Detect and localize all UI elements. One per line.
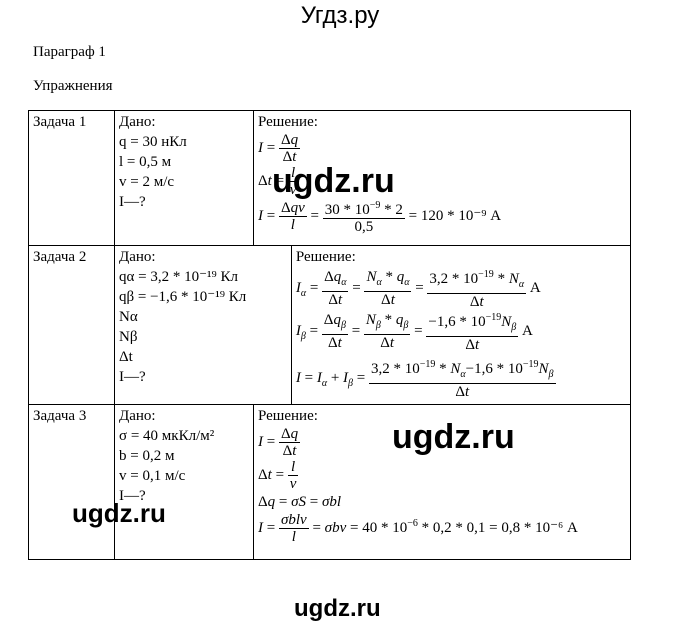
section-heading: Упражнения: [33, 78, 113, 94]
task-label: Задача 1: [28, 110, 115, 246]
watermark: ugdz.ru: [392, 418, 515, 456]
given-title: Дано:: [119, 114, 156, 130]
given-item: v = 2 м/с: [119, 174, 175, 190]
given-item: Δt: [119, 349, 133, 365]
given-item: Nα: [119, 309, 138, 325]
solution-title: Решение:: [295, 249, 356, 265]
task-label: Задача 3: [28, 404, 115, 560]
given-item: q = 30 нКл: [119, 134, 187, 150]
watermark: ugdz.ru: [72, 498, 166, 528]
given-item: σ = 40 мкКл/м²: [119, 428, 215, 444]
given-item: I—?: [119, 194, 146, 210]
given-item: l = 0,5 м: [119, 154, 172, 170]
site-title: Угдз.ру: [300, 2, 380, 29]
given-cell: Дано: σ = 40 мкКл/м² b = 0,2 м v = 0,1 м…: [114, 404, 254, 560]
task-label: Задача 2: [28, 245, 115, 405]
result: 120 * 10⁻⁹ А: [420, 207, 502, 224]
formula: I = Iα + Iβ = 3,2 * 10−19 * Nα−1,6 * 10−…: [295, 359, 556, 400]
tasks-table: Задача 1 Дано: q = 30 нКл l = 0,5 м v = …: [28, 110, 632, 560]
solution-title: Решение:: [258, 114, 318, 130]
given-item: I—?: [119, 369, 146, 385]
footer-watermark: ugdz.ru: [294, 595, 381, 622]
given-title: Дано:: [119, 408, 156, 424]
solution-title: Решение:: [258, 408, 318, 424]
task-row-3: Задача 3 Дано: σ = 40 мкКл/м² b = 0,2 м …: [28, 404, 631, 560]
given-item: b = 0,2 м: [119, 448, 175, 464]
given-item: Nβ: [119, 329, 138, 345]
paragraph-heading: Параграф 1: [33, 44, 106, 60]
task-row-1: Задача 1 Дано: q = 30 нКл l = 0,5 м v = …: [28, 110, 631, 246]
result: 0,8 * 10⁻⁶ А: [501, 519, 578, 536]
given-item: qα = 3,2 * 10⁻¹⁹ Кл: [119, 269, 238, 285]
given-item: v = 0,1 м/с: [119, 468, 186, 484]
watermark: ugdz.ru: [272, 162, 395, 200]
task-row-2: Задача 2 Дано: qα = 3,2 * 10⁻¹⁹ Кл qβ = …: [28, 245, 632, 405]
given-cell: Дано: q = 30 нКл l = 0,5 м v = 2 м/с I—?: [114, 110, 254, 246]
given-title: Дано:: [119, 249, 156, 265]
given-item: I—?: [119, 488, 146, 504]
given-item: qβ = −1,6 * 10⁻¹⁹ Кл: [119, 289, 247, 305]
formula: Δq = σS = σbl: [258, 494, 342, 510]
given-cell: Дано: qα = 3,2 * 10⁻¹⁹ Кл qβ = −1,6 * 10…: [114, 245, 292, 405]
